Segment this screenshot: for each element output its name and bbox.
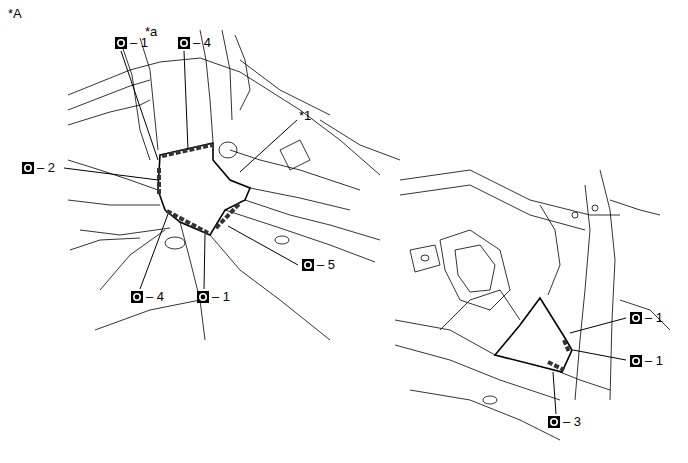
- sealer-band: [159, 145, 569, 370]
- callout-number: – 5: [317, 257, 335, 273]
- callout-number: – 1: [645, 353, 663, 369]
- panel-outline: [158, 143, 572, 372]
- callout-number: – 1: [130, 35, 148, 51]
- body-structure: [68, 30, 670, 440]
- view-label: *A: [8, 6, 22, 22]
- callout-number: – 4: [146, 289, 164, 305]
- sealer-icon: [22, 37, 642, 428]
- leader-line: [64, 51, 626, 414]
- callout-number: – 1: [645, 310, 663, 326]
- callout-number: – 3: [563, 414, 581, 430]
- callout-number: – 1: [212, 289, 230, 305]
- reference-label: *1: [299, 108, 311, 124]
- callout-number: – 4: [193, 35, 211, 51]
- callout-number: – 2: [37, 160, 55, 176]
